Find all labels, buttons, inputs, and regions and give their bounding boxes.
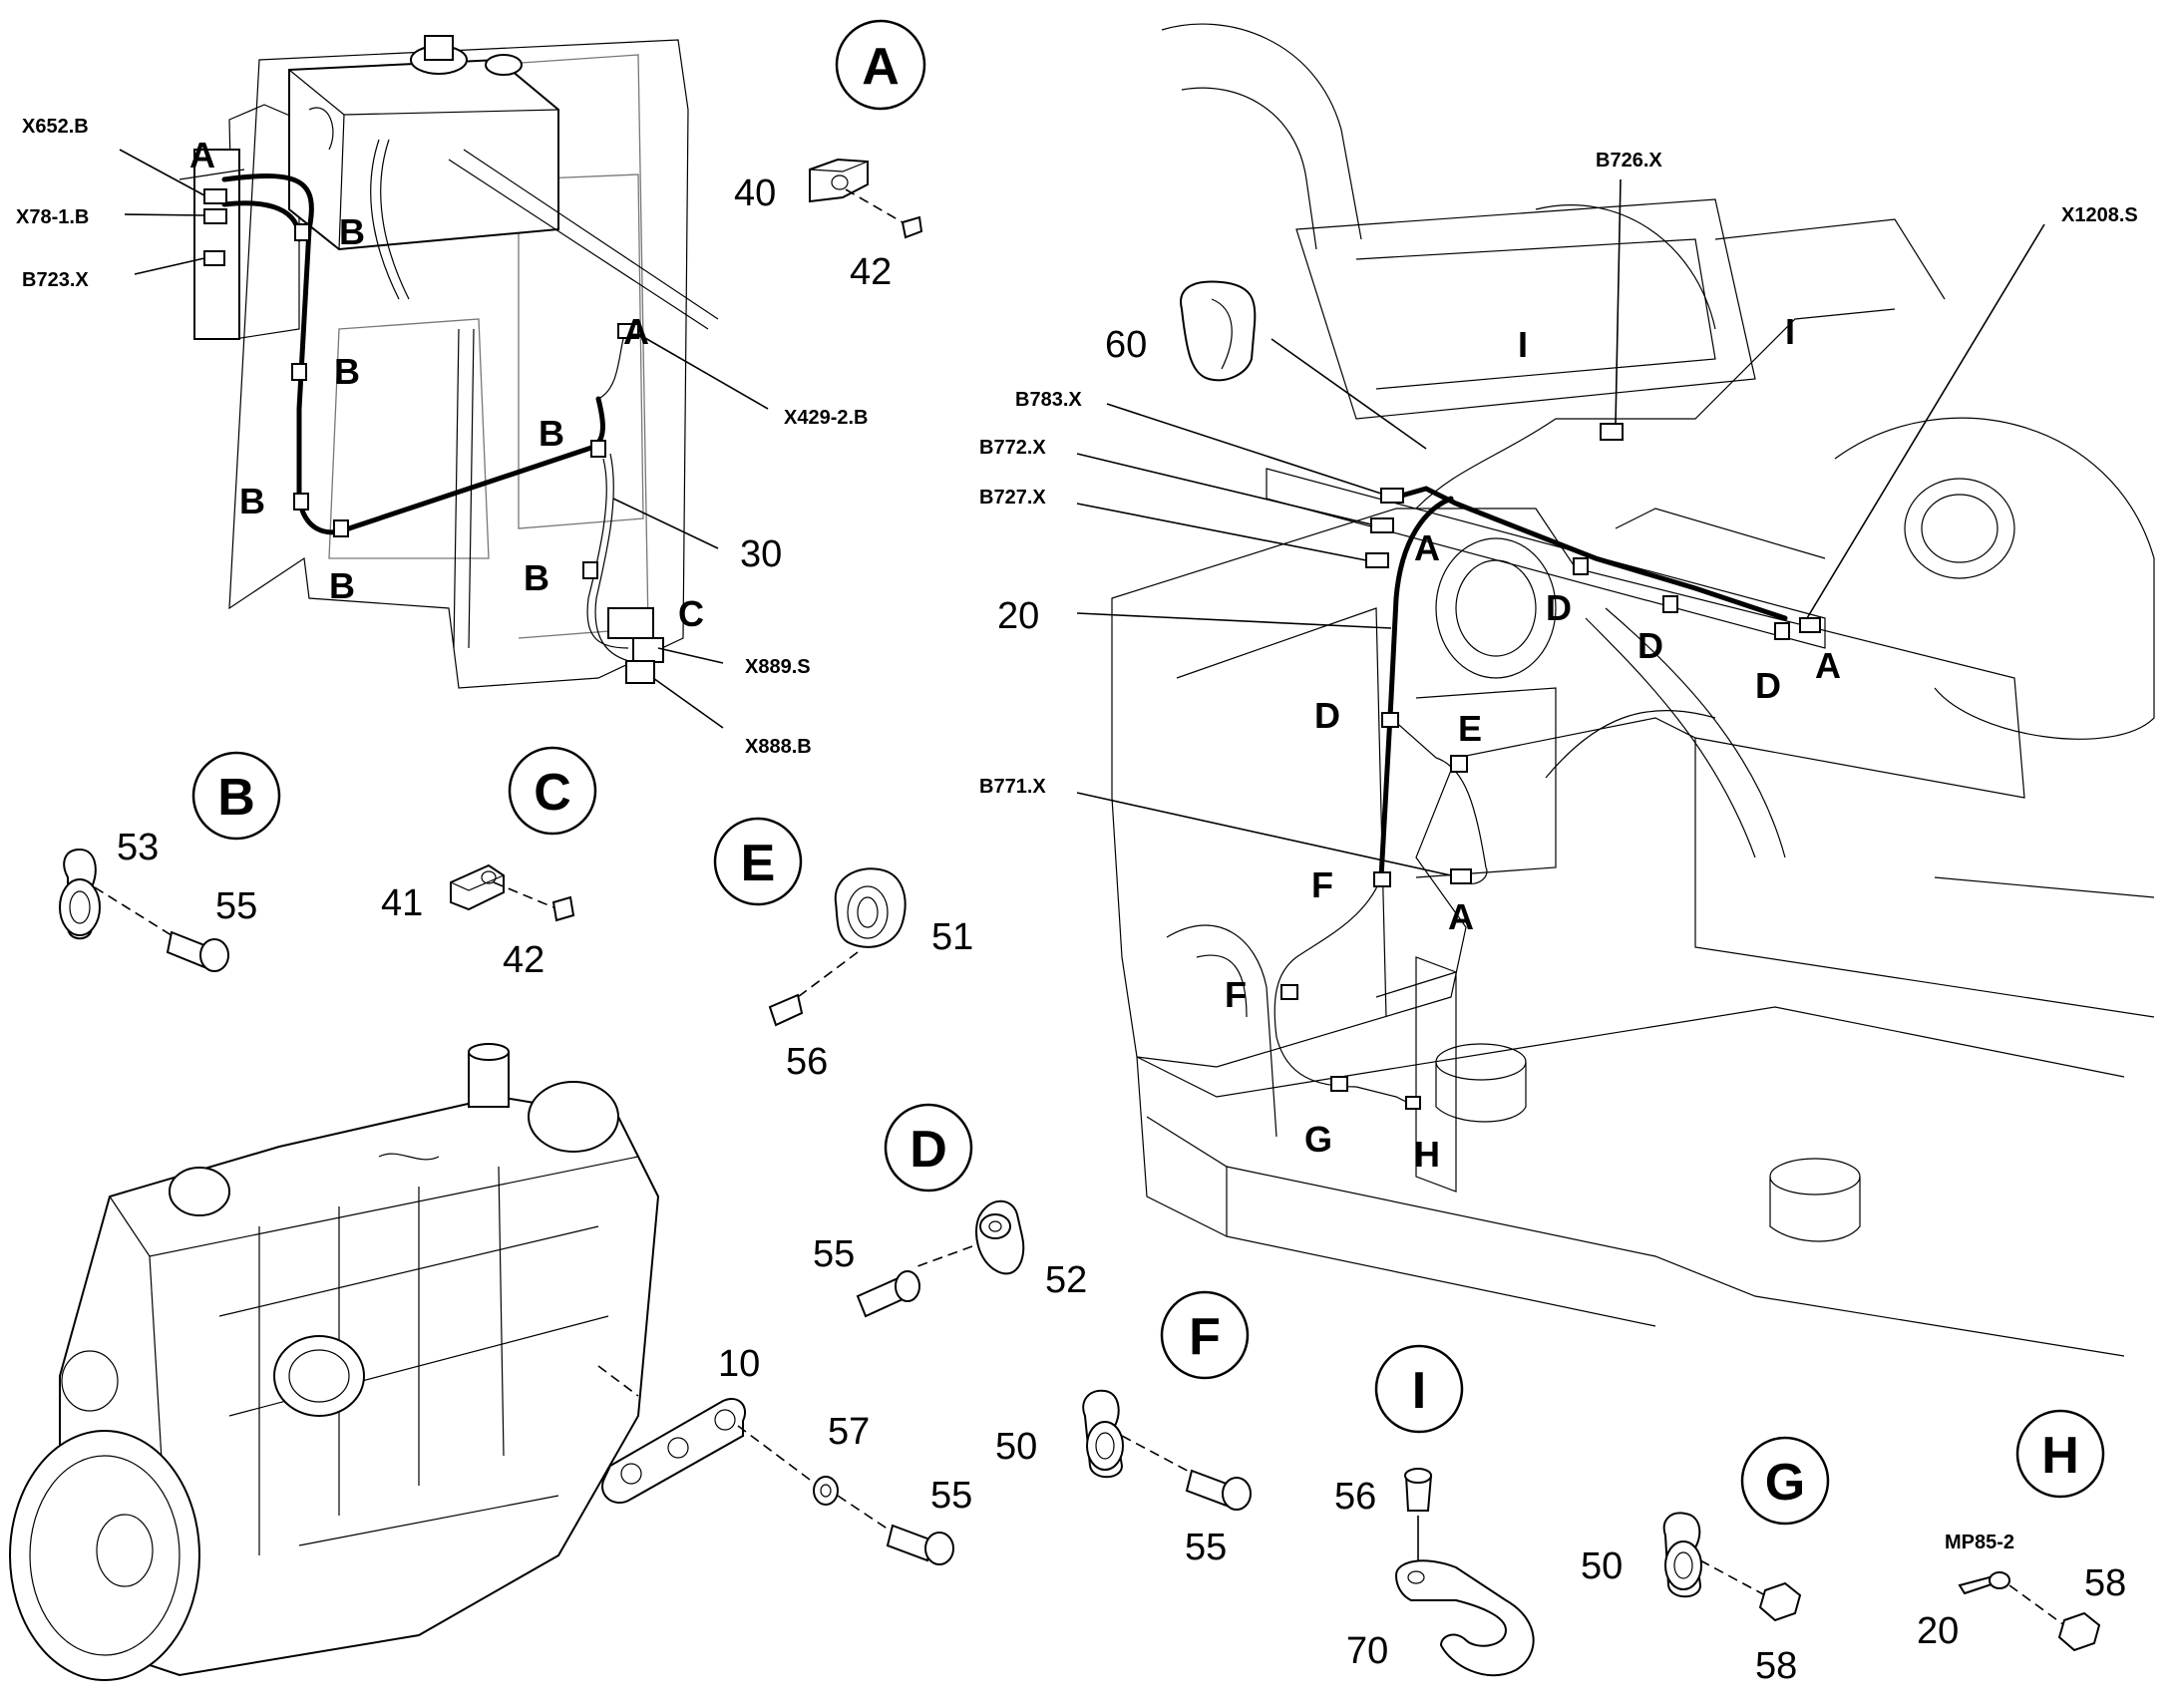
callout-letter: D bbox=[1314, 695, 1340, 736]
detail-circle-a: A bbox=[835, 19, 926, 111]
callout-letter: B bbox=[524, 557, 549, 598]
part-number-50: 50 bbox=[1581, 1545, 1623, 1587]
connector-x1208s: X1208.S bbox=[2061, 204, 2138, 226]
detail-b-parts bbox=[59, 848, 229, 972]
part-number-52: 52 bbox=[1045, 1259, 1087, 1301]
callout-letter: A bbox=[1414, 527, 1440, 568]
connector-b783x: B783.X bbox=[1015, 389, 1082, 411]
detail-circle-h: H bbox=[2015, 1409, 2105, 1499]
connector-code-labels: X652.B X78-1.B B723.X X429-2.B X889.S X8… bbox=[16, 116, 2138, 1553]
part-number-55: 55 bbox=[215, 885, 257, 927]
part-number-55: 55 bbox=[930, 1475, 972, 1517]
detail-circle-b: B bbox=[191, 751, 281, 841]
detail-circle-i-label: I bbox=[1412, 1362, 1426, 1420]
detail-circle-c: C bbox=[508, 746, 597, 836]
detail-circle-g: G bbox=[1740, 1436, 1830, 1526]
detail-bracket-parts bbox=[597, 1365, 954, 1565]
part-number-42: 42 bbox=[503, 939, 545, 981]
connector-b772x: B772.X bbox=[979, 437, 1046, 459]
part-number-30: 30 bbox=[740, 533, 782, 575]
part-number-53: 53 bbox=[117, 827, 159, 868]
detail-circle-e-label: E bbox=[741, 835, 776, 892]
detail-circle-g-label: G bbox=[1765, 1454, 1805, 1512]
connector-b771x: B771.X bbox=[979, 776, 1046, 798]
callout-letter: B bbox=[339, 211, 365, 252]
callout-letter: E bbox=[1458, 708, 1482, 749]
detail-circle-f: F bbox=[1160, 1290, 1250, 1380]
callout-letter: I bbox=[1518, 324, 1528, 365]
callout-letter: D bbox=[1755, 665, 1781, 706]
callout-letter: D bbox=[1546, 587, 1572, 628]
part-number-70: 70 bbox=[1346, 1630, 1388, 1672]
connector-b726x: B726.X bbox=[1596, 150, 1662, 171]
callout-letter: A bbox=[1448, 896, 1474, 937]
connector-x888b: X888.B bbox=[745, 736, 812, 758]
detail-circle-d-label: D bbox=[909, 1121, 947, 1179]
callout-letter: H bbox=[1414, 1134, 1440, 1175]
part-number-20: 20 bbox=[997, 595, 1039, 637]
callout-letter: C bbox=[678, 593, 704, 634]
part-number-56: 56 bbox=[786, 1041, 828, 1083]
detail-circle-i: I bbox=[1374, 1344, 1464, 1434]
detail-circle-h-label: H bbox=[2041, 1427, 2079, 1485]
detail-circle-a-label: A bbox=[862, 38, 900, 96]
detail-f-parts bbox=[1082, 1389, 1252, 1511]
connector-b727x: B727.X bbox=[979, 487, 1046, 509]
callout-letter: B bbox=[239, 481, 265, 521]
connector-x429-2b: X429-2.B bbox=[784, 407, 869, 429]
connector-x652b: X652.B bbox=[22, 116, 89, 138]
part-number-42: 42 bbox=[850, 251, 892, 293]
part-number-10: 10 bbox=[718, 1343, 760, 1385]
callout-letter-labels: A B B B B A B B C I I A D D D A D E F A … bbox=[189, 135, 1841, 1175]
callout-letter: A bbox=[189, 135, 215, 175]
detail-a-parts bbox=[809, 158, 923, 239]
connector-x78-1b: X78-1.B bbox=[16, 206, 89, 228]
detail-g-parts bbox=[1662, 1512, 1802, 1622]
detail-circle-c-label: C bbox=[534, 764, 571, 822]
part-number-57: 57 bbox=[828, 1411, 870, 1453]
part-number-60: 60 bbox=[1105, 324, 1147, 366]
part-number-41: 41 bbox=[381, 882, 423, 924]
engine-view bbox=[9, 1043, 660, 1681]
detail-h-parts bbox=[1958, 1571, 2101, 1652]
part-number-50: 50 bbox=[995, 1426, 1037, 1468]
part-number-20: 20 bbox=[1917, 1610, 1959, 1652]
callout-letter: B bbox=[539, 413, 564, 454]
callout-letter: D bbox=[1637, 625, 1663, 666]
part-number-58: 58 bbox=[1755, 1645, 1797, 1687]
callout-letter: G bbox=[1304, 1119, 1332, 1160]
detail-i-parts bbox=[1394, 1468, 1535, 1677]
callout-letter: B bbox=[329, 565, 355, 606]
tank-assembly-view bbox=[179, 35, 719, 689]
callout-letter: A bbox=[1815, 645, 1841, 686]
detail-e-parts bbox=[768, 867, 907, 1027]
part-number-58: 58 bbox=[2084, 1562, 2126, 1604]
detail-d-parts bbox=[856, 1199, 1025, 1318]
callout-letter: F bbox=[1225, 974, 1247, 1015]
connector-mp85-2: MP85-2 bbox=[1945, 1532, 2014, 1553]
connector-x889s: X889.S bbox=[745, 656, 811, 678]
callout-letter: B bbox=[334, 351, 360, 392]
detail-circle-b-label: B bbox=[217, 769, 255, 827]
connector-b723x: B723.X bbox=[22, 269, 89, 291]
machine-frame-view bbox=[1111, 23, 2155, 1357]
part-number-labels: 10 20 20 30 40 41 42 42 50 50 51 52 53 5… bbox=[117, 172, 2126, 1687]
callout-letter: A bbox=[623, 311, 649, 352]
part-number-55: 55 bbox=[1185, 1527, 1227, 1568]
detail-circle-e: E bbox=[713, 817, 803, 906]
part-number-51: 51 bbox=[931, 916, 973, 958]
detail-c-parts bbox=[450, 863, 575, 922]
callout-letter: F bbox=[1311, 864, 1333, 905]
detail-circle-f-label: F bbox=[1189, 1308, 1221, 1366]
detail-circle-d: D bbox=[884, 1103, 973, 1193]
part-number-40: 40 bbox=[734, 172, 776, 214]
part-number-56: 56 bbox=[1334, 1476, 1376, 1518]
callout-letter: I bbox=[1785, 311, 1795, 352]
part-number-55: 55 bbox=[813, 1233, 855, 1275]
